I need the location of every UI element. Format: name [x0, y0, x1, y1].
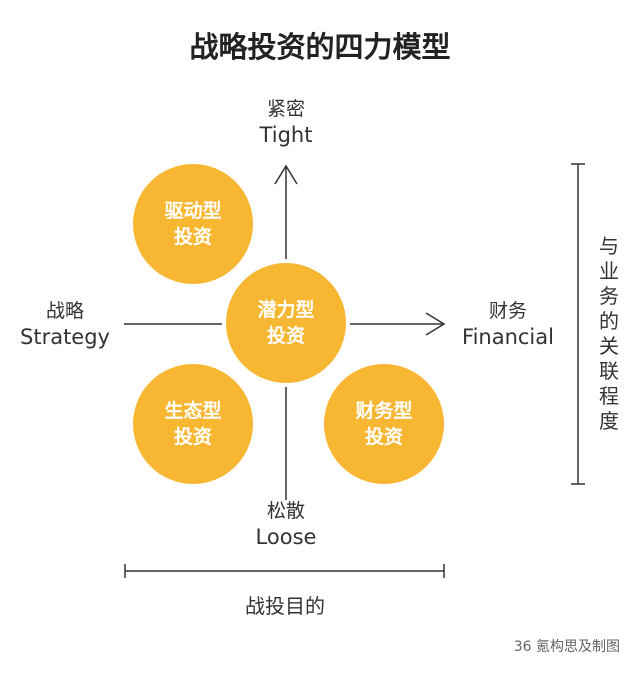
- circle-driving-investment: 驱动型 投资: [133, 164, 253, 284]
- axis-label-top: 紧密 Tight: [259, 98, 313, 147]
- right-arrowhead: [425, 312, 446, 336]
- circle-financial-investment: 财务型 投资: [324, 364, 444, 484]
- credit-text: 36 氪构思及制图: [513, 639, 620, 655]
- axis-label-left: 战略 Strategy: [20, 300, 110, 349]
- diagram-title: 战略投资的四力模型: [189, 30, 451, 64]
- circle-label-line1: 财务型: [355, 400, 413, 422]
- circle-label-line2: 投资: [266, 325, 305, 347]
- axis-label-bottom: 松散 Loose: [255, 500, 317, 549]
- circle-ecosystem-investment: 生态型 投资: [133, 364, 253, 484]
- vertical-bracket-label: 与业务的关联程度: [599, 234, 619, 433]
- circle-potential-investment: 潜力型 投资: [226, 263, 346, 383]
- circle-label-line1: 驱动型: [164, 200, 222, 222]
- circle-label-line2: 投资: [364, 426, 403, 448]
- axis-label-right: 财务 Financial: [462, 300, 554, 349]
- circle-label-line1: 潜力型: [257, 299, 315, 321]
- circle-label-line1: 生态型: [164, 400, 222, 422]
- horizontal-bracket-label: 战投目的: [245, 594, 325, 618]
- circle-label-line2: 投资: [173, 226, 212, 248]
- up-arrowhead: [274, 164, 298, 185]
- circle-label-line2: 投资: [173, 426, 212, 448]
